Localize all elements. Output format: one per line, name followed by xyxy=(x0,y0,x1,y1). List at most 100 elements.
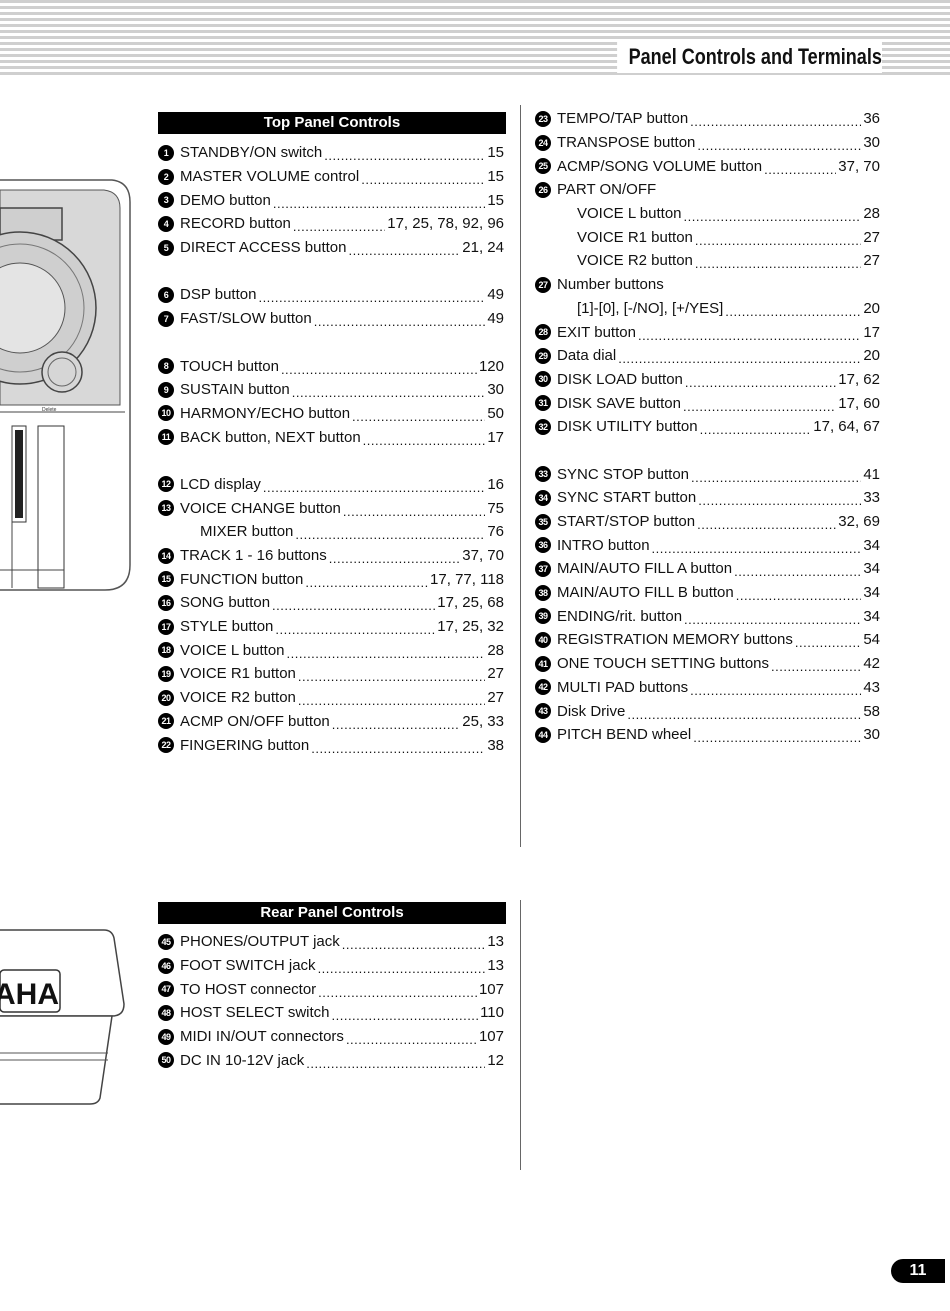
item-number-badge: 42 xyxy=(535,679,551,696)
dot-leader xyxy=(287,645,486,662)
item-pages: 41 xyxy=(863,465,880,483)
item-label: STANDBY/ON switch xyxy=(180,144,323,162)
delete-label: Delete xyxy=(42,407,57,413)
item-pages: 37, 70 xyxy=(838,157,880,175)
column-divider-top xyxy=(520,105,521,847)
item-pages: 21, 24 xyxy=(462,239,504,257)
item-number-badge: 21 xyxy=(158,713,174,730)
item-pages: 17, 25, 32 xyxy=(437,618,504,636)
item-number-badge: 16 xyxy=(158,594,174,611)
dot-leader xyxy=(324,147,485,164)
item-pages: 107 xyxy=(478,1028,504,1046)
item-pages: 49 xyxy=(487,286,504,304)
item-label: STYLE button xyxy=(180,618,274,636)
item-pages: 34 xyxy=(863,560,880,578)
item-label: BACK button, NEXT button xyxy=(180,428,361,446)
dot-leader xyxy=(618,350,861,367)
item-label: HOST SELECT switch xyxy=(180,1004,330,1022)
item-label: TOUCH button xyxy=(180,357,279,375)
item-pages: 27 xyxy=(863,228,880,246)
dot-leader xyxy=(697,516,836,533)
item-number-badge: 20 xyxy=(158,689,174,706)
item-pages: 37, 70 xyxy=(462,547,504,565)
item-number-badge: 1 xyxy=(158,144,174,161)
item-pages: 120 xyxy=(478,357,504,375)
item-label: DC IN 10-12V jack xyxy=(180,1051,305,1069)
dot-leader xyxy=(764,161,836,178)
item-number-badge: 5 xyxy=(158,239,174,256)
item-label: DSP button xyxy=(180,286,257,304)
item-label: Data dial xyxy=(557,347,617,365)
item-number-badge: 12 xyxy=(158,476,174,493)
item-pages: 17, 25, 68 xyxy=(437,594,504,612)
item-label: TEMPO/TAP button xyxy=(557,110,689,128)
dot-leader xyxy=(363,432,486,449)
item-number-badge: 38 xyxy=(535,584,551,601)
item-pages: 110 xyxy=(480,1004,504,1022)
item-label: FOOT SWITCH jack xyxy=(180,957,316,975)
dot-leader xyxy=(348,242,460,259)
dot-leader xyxy=(272,597,435,614)
item-number-badge: 50 xyxy=(158,1052,174,1069)
dot-leader xyxy=(652,540,862,557)
item-pages: 76 xyxy=(487,523,504,541)
dot-leader xyxy=(281,361,477,378)
item-number-badge: 36 xyxy=(535,537,551,554)
item-label: DEMO button xyxy=(180,191,271,209)
item-label: TO HOST connector xyxy=(180,980,317,998)
item-label: ONE TOUCH SETTING buttons xyxy=(557,655,769,673)
item-pages: 38 xyxy=(487,736,504,754)
dot-leader xyxy=(697,137,861,154)
dot-leader xyxy=(306,1055,485,1072)
item-number-badge: 29 xyxy=(535,347,551,364)
item-pages: 43 xyxy=(863,678,880,696)
dot-leader xyxy=(700,421,812,438)
item-label: LCD display xyxy=(180,475,261,493)
item-label: SUSTAIN button xyxy=(180,381,290,399)
item-label: MULTI PAD buttons xyxy=(557,678,689,696)
item-number-badge: 24 xyxy=(535,134,551,151)
dot-leader xyxy=(332,1007,479,1024)
item-number-badge: 15 xyxy=(158,571,174,588)
item-label: PHONES/OUTPUT jack xyxy=(180,933,340,951)
item-pages: 58 xyxy=(863,702,880,720)
item-pages: 13 xyxy=(487,957,504,975)
item-pages: 17, 62 xyxy=(838,370,880,388)
item-pages: 28 xyxy=(487,641,504,659)
item-pages: 33 xyxy=(863,489,880,507)
item-label: INTRO button xyxy=(557,536,650,554)
item-number-badge: 26 xyxy=(535,181,551,198)
item-pages: 17, 60 xyxy=(838,394,880,412)
item-pages: 28 xyxy=(863,205,880,223)
dot-leader xyxy=(311,740,485,757)
item-label: VOICE L button xyxy=(180,641,285,659)
dot-leader xyxy=(725,303,861,320)
item-number-badge: 14 xyxy=(158,547,174,564)
dot-leader xyxy=(684,611,861,628)
rear-panel-illustration: AHA xyxy=(0,929,125,1105)
list-item: VOICE R1 button27 xyxy=(535,225,880,249)
item-number-badge: 34 xyxy=(535,489,551,506)
item-label: TRANSPOSE button xyxy=(557,134,696,152)
item-number-badge: 10 xyxy=(158,405,174,422)
item-number-badge: 28 xyxy=(535,324,551,341)
dot-leader xyxy=(332,716,461,733)
item-number-badge: 2 xyxy=(158,168,174,185)
